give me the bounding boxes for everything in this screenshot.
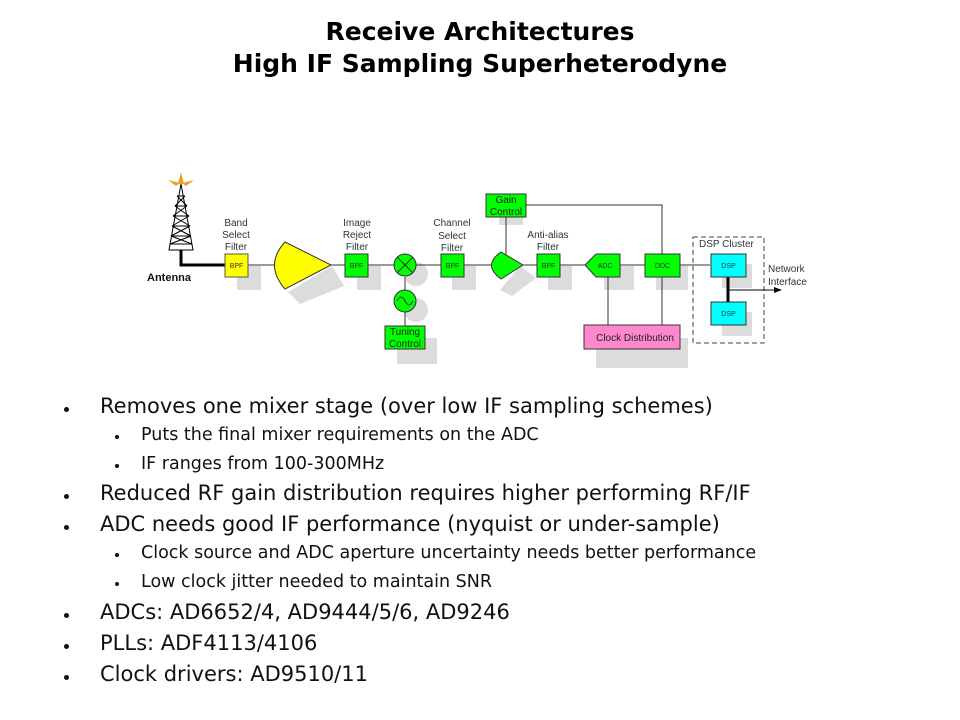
channel-select-bpf-block: [440, 253, 465, 278]
band-select-label-2: Select: [222, 230, 250, 241]
antenna-label: Antenna: [147, 272, 192, 284]
tuning-control-label-1: Tuning: [390, 327, 420, 338]
bullet-text: Reduced RF gain distribution requires hi…: [100, 481, 751, 505]
dsp-block-2: [710, 301, 747, 326]
clock-distribution-block: [583, 324, 681, 350]
bullet-text: ADC needs good IF performance (nyquist o…: [100, 512, 720, 536]
anti-alias-label-1: Anti-alias: [527, 230, 568, 241]
channel-select-bpf-label: BPF: [446, 263, 460, 270]
gain-control-label-2: Control: [490, 207, 522, 218]
band-select-label-1: Band: [224, 218, 247, 229]
band-select-label-3: Filter: [225, 242, 248, 253]
bullet-text: Clock source and ADC aperture uncertaint…: [141, 543, 757, 563]
channel-select-label-2: Select: [438, 231, 466, 242]
channel-select-label-1: Channel: [433, 218, 470, 229]
network-interface-label-1: Network: [768, 264, 806, 275]
bullet-text: IF ranges from 100-300MHz: [141, 454, 385, 474]
slide-title-line-1: Receive Architectures: [325, 17, 635, 46]
network-interface-arrow-icon: [774, 287, 782, 293]
gain-control-block: [485, 193, 527, 218]
agc-feedback-line: [526, 204, 663, 254]
tuning-control-label-2: Control: [389, 339, 421, 350]
clock-distribution-label: Clock Distribution: [596, 333, 674, 344]
antenna-feed-line: [179, 250, 225, 267]
adc-block: [584, 253, 621, 278]
bullet-text: Low clock jitter needed to maintain SNR: [141, 572, 492, 592]
if-amplifier-icon: [491, 251, 524, 280]
bullet-text: Removes one mixer stage (over low IF sam…: [100, 394, 713, 418]
dsp-label-1: DSP: [721, 263, 736, 270]
gain-control-label-1: Gain: [495, 195, 516, 206]
dsp-block-1: [710, 253, 747, 278]
bullet-text: Puts the final mixer requirements on the…: [141, 425, 539, 445]
dsp-cluster-label: DSP Cluster: [699, 239, 755, 250]
image-reject-label-2: Reject: [343, 230, 372, 241]
dsp-label-2: DSP: [721, 311, 736, 318]
bullet-text: PLLs: ADF4113/4106: [100, 631, 318, 655]
band-select-bpf-label: BPF: [230, 263, 244, 270]
band-select-bpf-block: [224, 253, 249, 278]
network-interface-label-2: Interface: [768, 277, 807, 288]
ddc-label: DDC: [655, 263, 670, 270]
bullet-text: Clock drivers: AD9510/11: [100, 662, 368, 686]
tuning-control-block: [384, 325, 426, 350]
image-reject-bpf-block: [344, 253, 369, 278]
anti-alias-label-2: Filter: [537, 242, 560, 253]
receiver-block-diagram: Antenna Band Select Filter BPF Image Rej…: [147, 172, 807, 368]
adc-label: ADC: [598, 263, 613, 270]
local-oscillator-icon: [393, 289, 417, 313]
bullet-text: ADCs: AD6652/4, AD9444/5/6, AD9246: [100, 600, 510, 624]
anti-alias-bpf-block: [536, 253, 561, 278]
ddc-block: [644, 253, 681, 278]
channel-select-label-3: Filter: [441, 243, 464, 254]
image-reject-label-1: Image: [343, 218, 371, 229]
antenna-tower-icon: [168, 183, 194, 251]
anti-alias-bpf-label: BPF: [542, 263, 556, 270]
lna-amplifier-icon: [274, 241, 333, 290]
image-reject-bpf-label: BPF: [350, 263, 364, 270]
mixer-icon: [393, 253, 417, 277]
image-reject-label-3: Filter: [346, 242, 369, 253]
antenna-signal-icon: [168, 172, 194, 186]
slide-title-line-2: High IF Sampling Superheterodyne: [232, 49, 728, 78]
